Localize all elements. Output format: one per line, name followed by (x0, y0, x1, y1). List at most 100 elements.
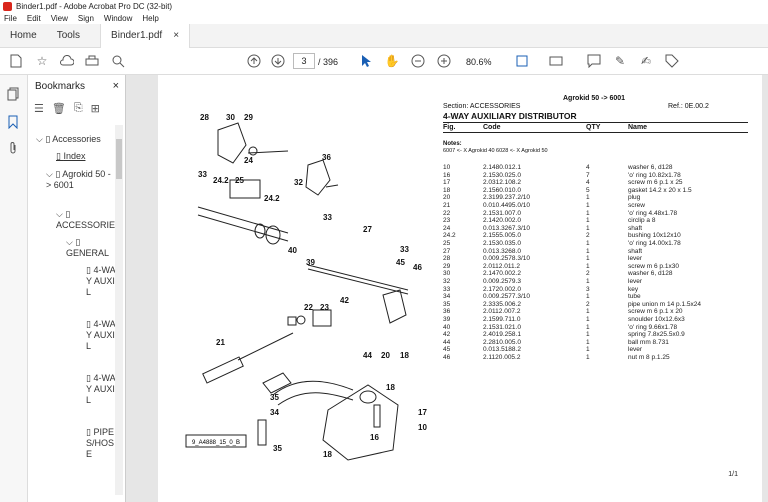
cell-code: 2.2810.005.0 (483, 338, 521, 346)
print-icon[interactable] (84, 53, 100, 69)
next-page-icon[interactable] (270, 53, 286, 69)
bookmark-item[interactable]: ▯ PIPES/HOSE (86, 427, 115, 459)
page-number-input[interactable]: 3 (293, 53, 315, 69)
hand-tool-icon[interactable]: ✋ (384, 54, 400, 68)
comment-icon[interactable] (586, 53, 602, 69)
tag-icon[interactable] (664, 53, 680, 69)
cell-name: lever (628, 255, 643, 263)
select-cursor-icon[interactable] (358, 53, 374, 69)
cell-name: bushing 10x12x10 (628, 232, 681, 240)
bookmark-item[interactable]: ▯ 4-WAY AUXIL (86, 319, 116, 351)
tab-document[interactable]: Binder1.pdf × (100, 23, 191, 48)
new-bookmark-icon[interactable]: ⎘ (73, 102, 83, 114)
col-qty: QTY (586, 124, 601, 131)
cell-qty: 7 (586, 171, 590, 179)
bookmarks-panel-title: Bookmarks (35, 81, 86, 92)
cell-fig: 46 (443, 354, 451, 361)
bookmarks-close-icon[interactable]: × (112, 80, 119, 92)
cell-fig: 24 (443, 224, 451, 232)
cell-code: 2.1530.035.0 (483, 240, 521, 247)
cell-qty: 5 (586, 186, 590, 194)
zoom-search-icon[interactable] (110, 53, 126, 69)
tab-close-icon[interactable]: × (173, 30, 180, 41)
doc-title: 4-WAY AUXILIARY DISTRIBUTOR (443, 111, 577, 121)
bookmark-item[interactable]: ⌵ ▯ GENERAL (66, 237, 110, 258)
bookmark-item[interactable]: ⌵ ▯ ACCESSORIES (56, 209, 122, 230)
attachments-paperclip-icon[interactable] (6, 141, 20, 155)
bookmarks-toolbar: ☰ 🗑 ⎘ ⊞ (34, 102, 122, 120)
cell-code: 2.4019.258.1 (483, 331, 521, 339)
zoom-in-icon[interactable] (436, 53, 452, 69)
pdf-page: 9_A4888_15_0_B 28 30 29 36 33 24 24.2 25… (158, 75, 762, 502)
cell-code: 2.1531.007.0 (483, 209, 521, 217)
cell-fig: 36 (443, 308, 451, 316)
bookmark-item[interactable]: ▯ Index (56, 151, 86, 161)
menu-edit[interactable]: Edit (26, 13, 41, 23)
cell-code: 0.010.4495.0/10 (483, 202, 530, 209)
bookmarks-scroll-thumb[interactable] (116, 139, 122, 179)
window-title: Binder1.pdf - Adobe Acrobat Pro DC (32-b… (16, 1, 173, 11)
cell-name: snoulder 10x12.6x3 (628, 316, 685, 323)
menu-view[interactable]: View (50, 13, 68, 23)
cell-fig: 34 (443, 293, 451, 301)
cell-qty: 1 (586, 224, 590, 232)
cell-code: 2.1531.021.0 (483, 323, 521, 331)
cell-qty: 1 (586, 240, 590, 247)
bookmark-item[interactable]: ▯ 4-WAY AUXIL (86, 373, 116, 405)
cell-fig: 27 (443, 247, 451, 255)
callout-label: 35 (270, 393, 279, 402)
page-number-footer: 1/1 (728, 471, 738, 478)
cell-code: 2.1555.005.0 (483, 232, 521, 240)
sign-icon[interactable]: ✍ (640, 54, 652, 68)
tab-tools[interactable]: Tools (56, 30, 81, 41)
highlight-pen-icon[interactable]: ✎ (614, 54, 626, 68)
doc-ref: Ref.: 0E.00.2 (668, 103, 709, 110)
previous-page-icon[interactable] (246, 53, 262, 69)
cell-name: key (628, 285, 639, 293)
bookmark-item[interactable]: ▯ 4-WAY AUXIL (86, 265, 116, 297)
bookmark-options-icon[interactable]: ☰ (34, 103, 44, 115)
menu-help[interactable]: Help (142, 13, 159, 23)
cell-qty: 4 (586, 164, 590, 171)
zoom-level[interactable]: 80.6% (466, 57, 492, 67)
cell-name: plug (628, 194, 641, 202)
callout-label: 18 (323, 450, 332, 459)
cell-name: ball mm 8.731 (628, 338, 669, 346)
cell-qty: 1 (586, 323, 590, 331)
col-name: Name (628, 124, 648, 131)
menu-bar: File Edit View Sign Window Help (0, 12, 768, 24)
keyboard-tools-icon[interactable] (548, 53, 564, 69)
bookmarks-panel-icon[interactable] (6, 115, 20, 130)
callout-label: 34 (270, 408, 279, 417)
tab-home[interactable]: Home (10, 30, 37, 41)
menu-file[interactable]: File (4, 13, 17, 23)
star-bookmark-icon[interactable]: ☆ (36, 54, 48, 68)
callout-label: 23 (320, 303, 329, 312)
bookmarks-scrollbar[interactable] (115, 125, 123, 495)
delete-bookmark-icon[interactable]: 🗑 (51, 103, 66, 115)
page-total: / 396 (318, 57, 339, 67)
cell-code: 2.3199.237.2/10 (483, 194, 530, 202)
notes-text: 6007 <- X Agrokid 40 6028 <- X Agrokid 5… (443, 148, 548, 154)
callout-label: 33 (400, 245, 409, 254)
callout-label: 21 (216, 338, 225, 347)
cell-fig: 39 (443, 316, 451, 323)
menu-window[interactable]: Window (103, 13, 133, 23)
bookmark-item[interactable]: ⌵ ▯ Accessories (36, 134, 101, 144)
create-pdf-icon[interactable] (8, 53, 24, 69)
page-thumbnails-icon[interactable] (6, 87, 20, 101)
fit-page-icon[interactable] (514, 53, 530, 69)
menu-sign[interactable]: Sign (77, 13, 94, 23)
bookmark-properties-icon[interactable]: ⊞ (90, 103, 100, 115)
cell-fig: 24.2 (443, 232, 456, 240)
tab-bar: Home Tools Binder1.pdf × (0, 23, 768, 48)
cloud-upload-icon[interactable] (59, 53, 75, 69)
zoom-out-icon[interactable] (410, 53, 426, 69)
cell-fig: 42 (443, 331, 451, 339)
bookmark-item[interactable]: ⌵ ▯ Agrokid 50 -> 6001 (46, 169, 111, 190)
